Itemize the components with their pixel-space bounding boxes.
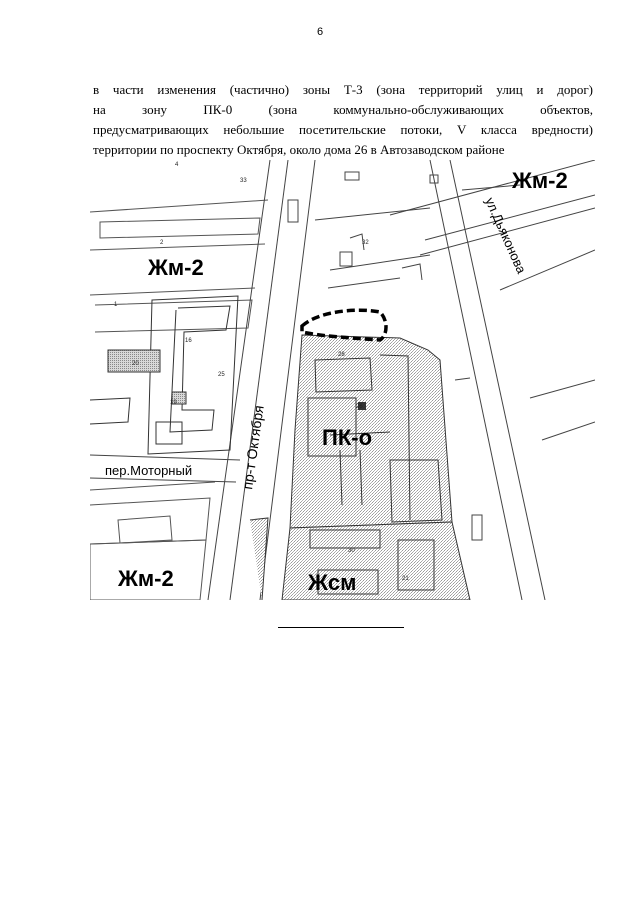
zone-change-description: в части изменения (частично) зоны Т-3 (з… [93, 80, 593, 160]
street-label-oktyabrya: пр-т Октября [239, 404, 267, 490]
footer-rule [278, 627, 404, 628]
zoning-map: Жм-2 Жм-2 ПК-о Жм-2 Жсм ул.Дьяконова пр-… [89, 159, 596, 601]
house-number: 2 [160, 240, 164, 246]
page-number: 6 [316, 26, 324, 38]
house-number: 25 [218, 372, 225, 378]
house-number: 33 [240, 178, 247, 184]
house-number: 32 [362, 240, 369, 246]
house-number: 28 [338, 352, 345, 358]
zone-label-pk0: ПК-о [322, 425, 372, 450]
zone-label-zhsm: Жсм [307, 570, 356, 595]
zone-label-zhm2-left: Жм-2 [147, 255, 204, 280]
house-number: 19 [170, 400, 177, 406]
street-lines [89, 159, 596, 601]
house-number: 26 [356, 404, 363, 410]
description-line-1: в части изменения (частично) зоны Т-3 (з… [93, 82, 593, 97]
house-number: 20 [132, 361, 139, 367]
description-line-3: предусматривающих небольшие посетительск… [93, 122, 593, 137]
house-number: 21 [402, 576, 409, 582]
house-number: 16 [185, 338, 192, 344]
misc-structures [287, 171, 483, 541]
description-line-4: территории по проспекту Октября, около д… [93, 142, 505, 157]
zone-label-zhm2-bottom-left: Жм-2 [117, 566, 174, 591]
house-number: 1 [114, 302, 118, 308]
house-number: 4 [175, 162, 179, 168]
house-number: 30 [348, 548, 355, 554]
street-label-motorny: пер.Моторный [105, 463, 192, 478]
left-quarters [89, 199, 269, 545]
zhsm-zone-area [89, 517, 471, 601]
pk0-zone-area [289, 334, 453, 529]
quarter-16-25 [89, 295, 239, 455]
zone-label-zhm2-top-right: Жм-2 [511, 168, 568, 193]
street-label-dyakonova: ул.Дьяконова [482, 195, 529, 276]
changed-area-outline [300, 308, 388, 342]
description-line-2: на зону ПК-0 (зона коммунально-обслужива… [93, 102, 593, 117]
